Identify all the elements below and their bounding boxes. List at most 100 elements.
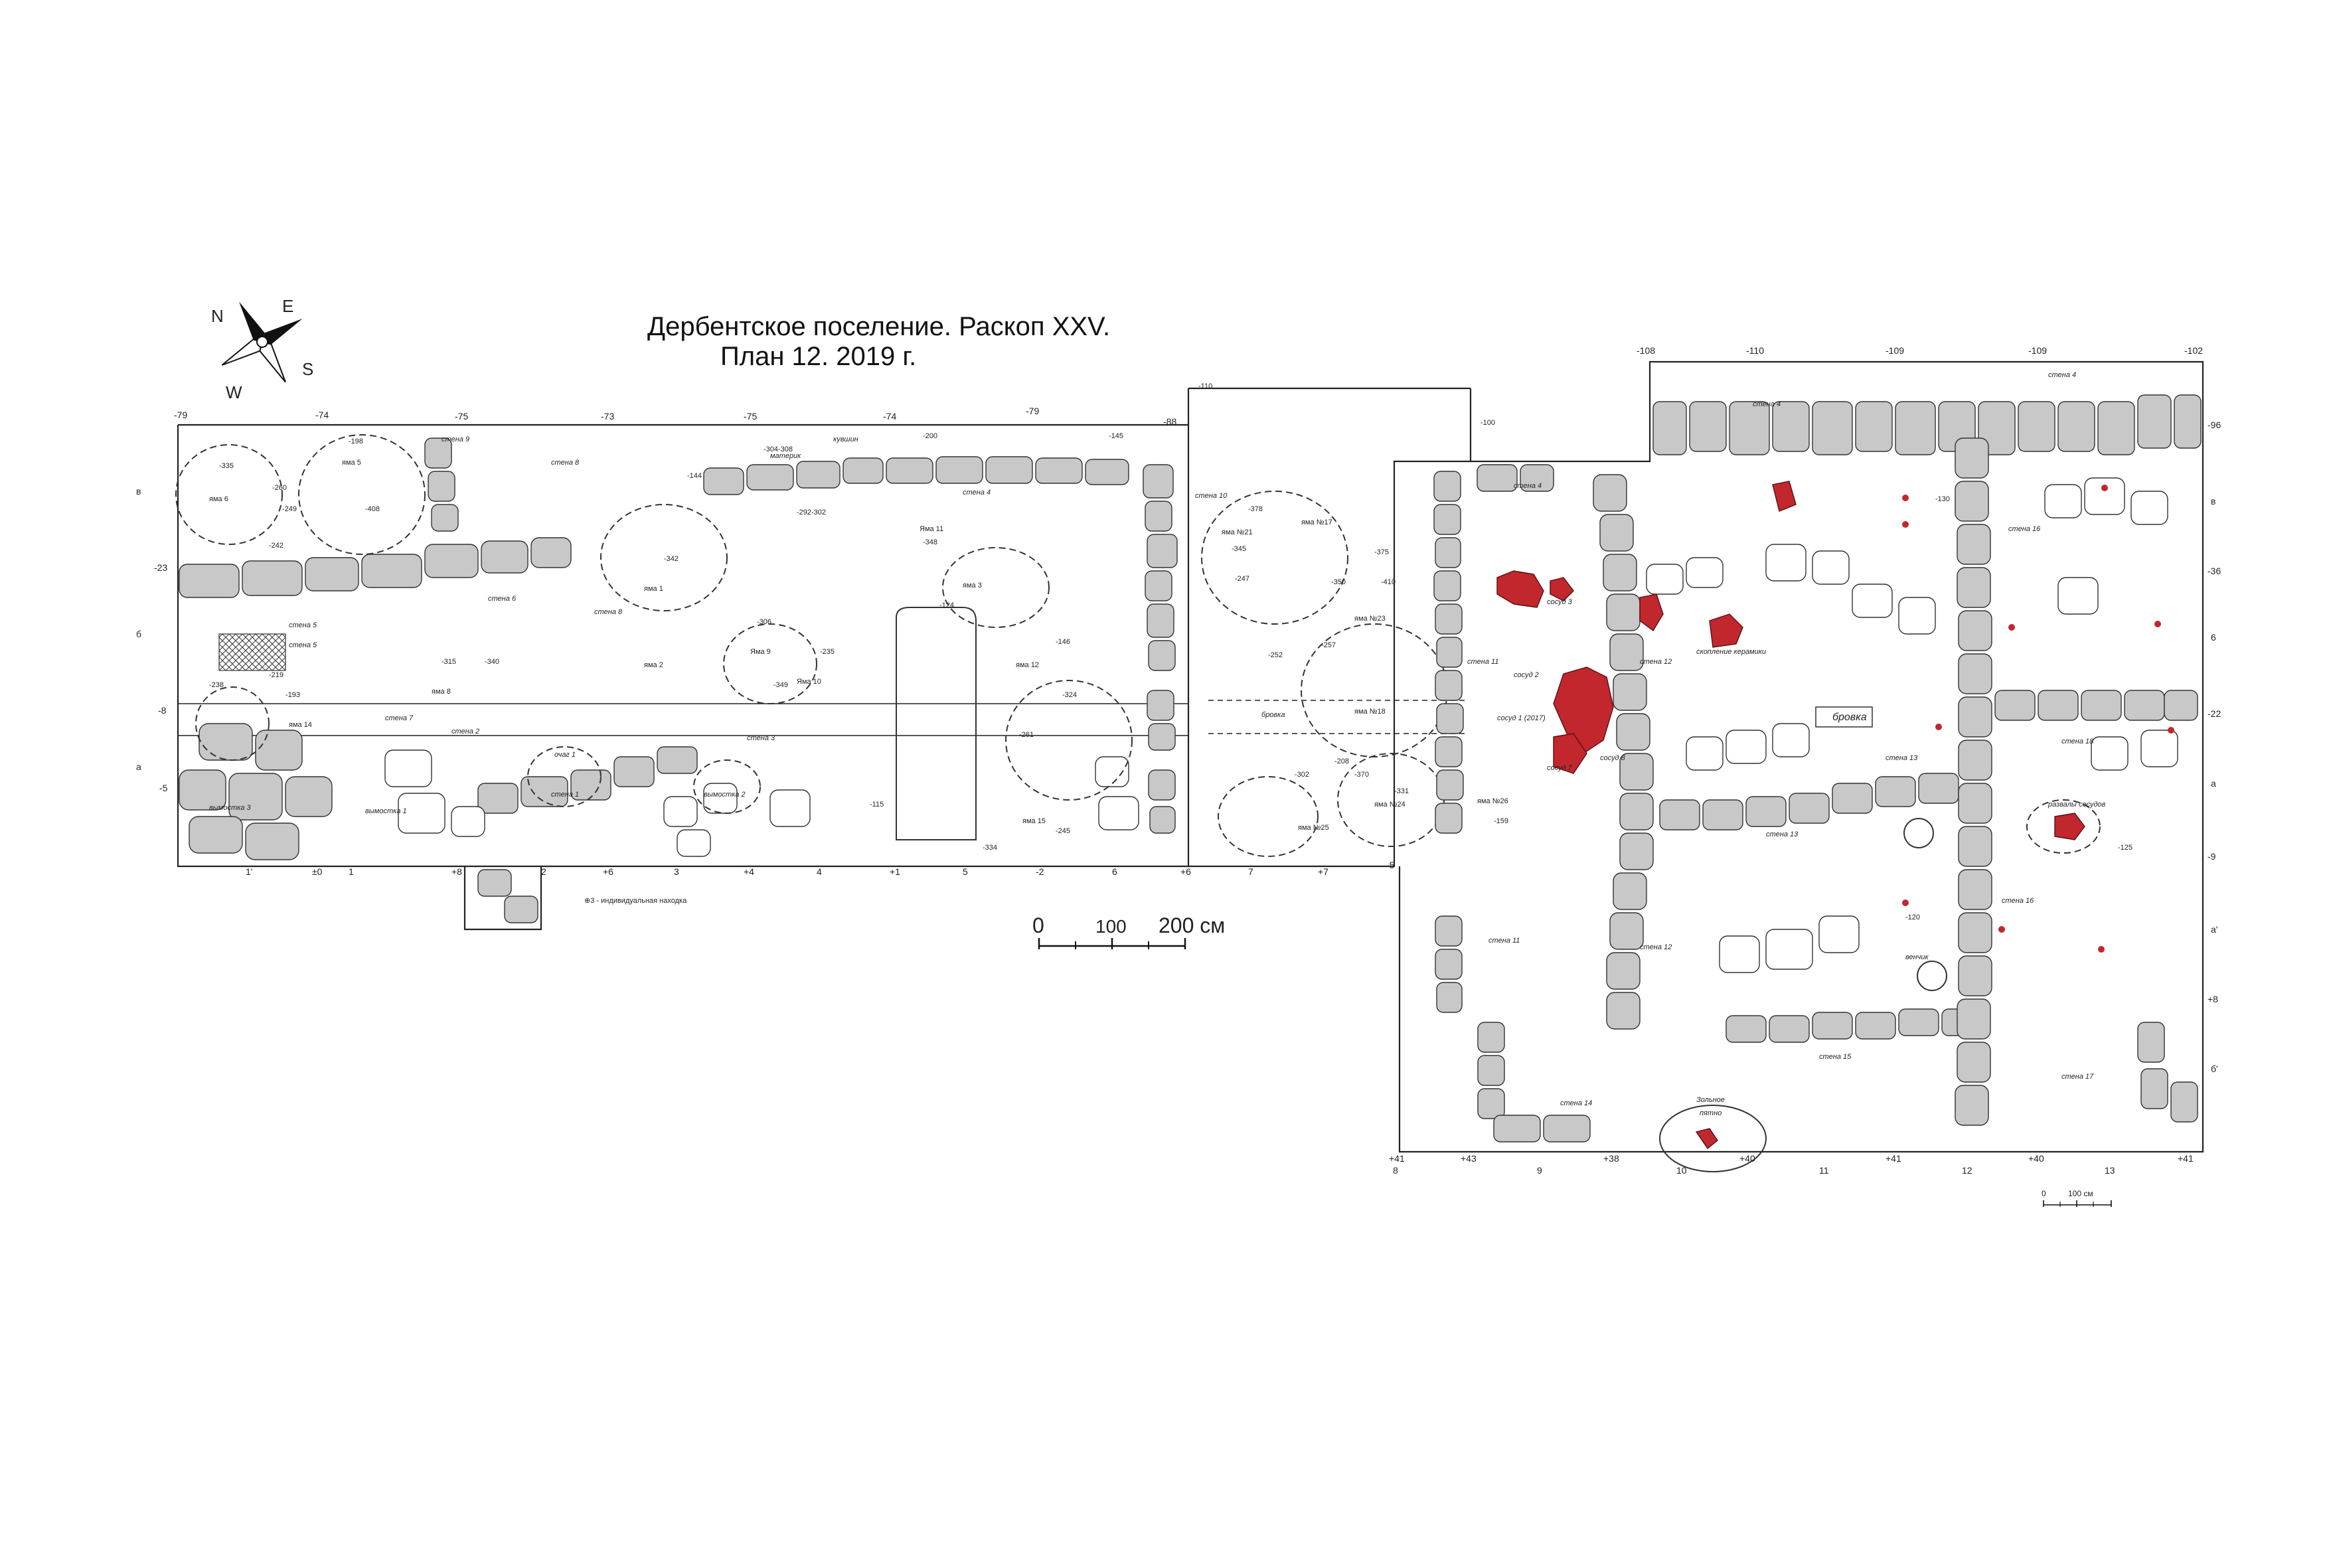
svg-text:стена 4: стена 4 (963, 489, 991, 497)
plan-title-line-2: План 12. 2019 г. (720, 342, 916, 371)
svg-text:+40: +40 (1739, 1153, 1755, 1164)
svg-text:стена 4: стена 4 (1753, 400, 1781, 408)
svg-text:-208: -208 (1334, 757, 1349, 765)
svg-text:стена 14: стена 14 (1560, 1099, 1592, 1107)
svg-text:-9: -9 (2208, 851, 2216, 862)
top-elev-6: -74 (883, 411, 896, 422)
hatched-area (218, 633, 286, 671)
wall-16-stones (1955, 437, 1992, 1126)
svg-text:-219: -219 (269, 671, 283, 679)
bottom-grid-left: 1' ±0 1 +8 2 +6 3 +4 4 +1 5 -2 6 +6 7 +7… (246, 860, 1395, 877)
svg-text:Яма 11: Яма 11 (920, 525, 943, 533)
svg-text:-159: -159 (1494, 817, 1508, 825)
compass-label-e: E (282, 296, 293, 316)
svg-text:стена 16: стена 16 (2008, 525, 2041, 533)
svg-text:-36: -36 (2208, 566, 2221, 576)
svg-text:+41: +41 (1389, 1153, 1405, 1164)
top-elev-1: -79 (174, 410, 187, 420)
svg-text:стена 1: стена 1 (551, 791, 579, 799)
svg-text:стена 18: стена 18 (2061, 738, 2094, 745)
pavement-stones-white (384, 749, 1139, 857)
svg-text:+41: +41 (1886, 1153, 1901, 1164)
svg-text:-124: -124 (939, 601, 954, 609)
svg-text:-146: -146 (1056, 638, 1070, 646)
svg-text:сосуд 1 (2017): сосуд 1 (2017) (1497, 714, 1546, 722)
svg-text:стена 12: стена 12 (1640, 943, 1672, 951)
wall-6-stones (179, 537, 572, 598)
svg-text:скопление керамики: скопление керамики (1696, 648, 1766, 656)
svg-text:-331: -331 (1394, 787, 1409, 795)
svg-text:яма №23: яма №23 (1354, 615, 1386, 623)
wall-12-stones (1593, 474, 1654, 1030)
top-elev-r3: -109 (1886, 345, 1904, 356)
svg-text:+40: +40 (2028, 1153, 2044, 1164)
svg-text:9: 9 (1537, 1165, 1542, 1176)
svg-text:яма 15: яма 15 (1022, 817, 1046, 825)
top-elev-8: -88 (1163, 416, 1176, 427)
svg-text:б': б' (2211, 1063, 2218, 1074)
svg-text:-5: -5 (159, 783, 168, 793)
svg-text:Зольное: Зольное (1696, 1096, 1725, 1104)
svg-text:-242: -242 (269, 542, 283, 550)
svg-text:+8: +8 (451, 866, 462, 877)
svg-text:7: 7 (1248, 866, 1253, 877)
top-elev-r4: -109 (2028, 345, 2047, 356)
svg-text:-302: -302 (1295, 771, 1309, 779)
svg-text:в: в (2211, 496, 2215, 507)
svg-text:4: 4 (817, 866, 822, 877)
svg-text:яма №25: яма №25 (1298, 824, 1329, 832)
svg-text:яма 3: яма 3 (963, 582, 982, 589)
svg-text:стена 13: стена 13 (1766, 830, 1799, 838)
svg-text:развалы сосудов: развалы сосудов (2048, 801, 2106, 809)
svg-text:2: 2 (541, 866, 546, 877)
svg-text:в: в (136, 486, 141, 497)
svg-text:яма 1: яма 1 (644, 585, 663, 593)
svg-text:яма №17: яма №17 (1301, 518, 1332, 526)
svg-text:+43: +43 (1461, 1153, 1477, 1164)
svg-text:а: а (136, 761, 141, 772)
svg-text:-350: -350 (1331, 578, 1346, 586)
svg-text:стена 13: стена 13 (1886, 754, 1918, 762)
top-elev-5: -75 (744, 411, 757, 422)
svg-text:-257: -257 (1321, 641, 1336, 649)
svg-text:-145: -145 (1109, 432, 1123, 440)
svg-text:сосуд 7: сосуд 7 (1547, 764, 1573, 772)
compass-rose-icon (221, 301, 303, 383)
svg-text:сосуд 2: сосуд 2 (1514, 671, 1539, 679)
wall-17-stones (2137, 1022, 2198, 1123)
wall-10-stones (1143, 464, 1178, 834)
ceramic-vessels (1496, 481, 2174, 1150)
svg-text:стена 17: стена 17 (2061, 1073, 2094, 1081)
svg-text:-23: -23 (154, 562, 167, 573)
svg-text:-2: -2 (1036, 866, 1044, 877)
svg-text:13: 13 (2105, 1165, 2115, 1176)
svg-text:+38: +38 (1603, 1153, 1619, 1164)
svg-text:8: 8 (1393, 1165, 1398, 1176)
svg-text:стена 4: стена 4 (1514, 482, 1542, 490)
plan-title-line-1: Дербентское поселение. Раскоп XXV. (647, 312, 1110, 341)
svg-text:-8: -8 (158, 705, 167, 716)
wall-13-stones (1659, 773, 1959, 830)
svg-text:11: 11 (1819, 1165, 1829, 1176)
svg-text:сосуд 3: сосуд 3 (1547, 598, 1573, 606)
svg-text:вымостка 3: вымостка 3 (209, 804, 252, 812)
svg-text:бровка: бровка (1832, 712, 1867, 723)
svg-text:Яма 10: Яма 10 (797, 678, 821, 686)
compass-label-s: S (302, 359, 313, 379)
svg-text:яма 6: яма 6 (209, 495, 228, 503)
svg-text:стена 6: стена 6 (488, 595, 517, 603)
svg-text:6: 6 (2211, 632, 2216, 643)
svg-text:пятно: пятно (1700, 1109, 1722, 1117)
bottom-grid-right: +41 8 +43 9 +38 10 +40 11 +41 12 +40 13 … (1389, 1153, 2194, 1176)
svg-text:12: 12 (1962, 1165, 1972, 1176)
svg-text:-261: -261 (1019, 731, 1034, 739)
wall-15-stones (1726, 1008, 1982, 1043)
svg-text:вымостка 1: вымостка 1 (365, 807, 407, 815)
top-elev-4: -73 (601, 411, 614, 422)
svg-text:-349: -349 (773, 681, 788, 689)
top-elev-r5: -102 (2184, 345, 2203, 356)
svg-text:а': а' (2211, 924, 2217, 935)
svg-text:бровка: бровка (1261, 711, 1285, 719)
svg-text:стена 5: стена 5 (289, 641, 317, 649)
svg-text:-304-308: -304-308 (763, 445, 793, 453)
